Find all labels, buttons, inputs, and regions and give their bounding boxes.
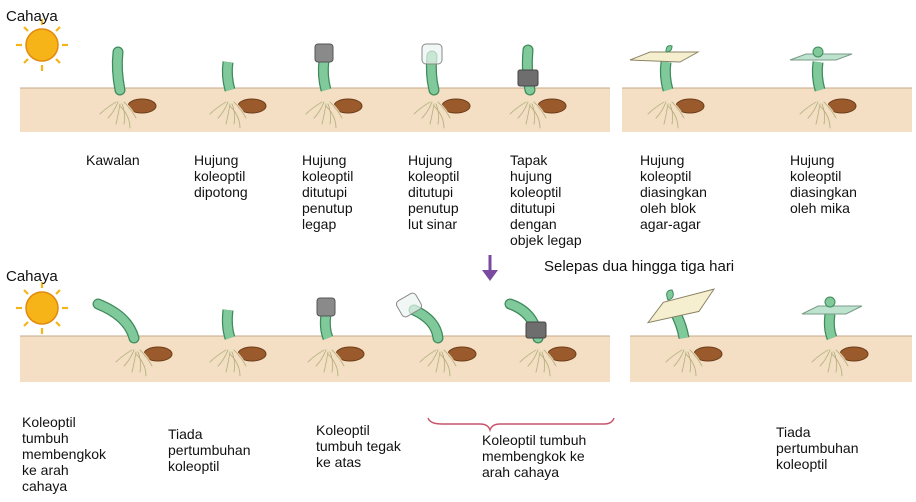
light-label-bottom: Cahaya (6, 268, 58, 285)
bottom-label-mica-no-growth: Tiada pertumbuhan koleoptil (776, 424, 859, 472)
group-bracket (428, 418, 614, 430)
light-label-top: Cahaya (6, 8, 58, 25)
bottom-label-bent-group: Koleoptil tumbuh membengkok ke arah caha… (482, 432, 586, 480)
sun-icon (16, 282, 68, 334)
top-label-opaque-cap: Hujung koleoptil ditutupi penutup legap (302, 152, 353, 232)
top-label-agar: Hujung koleoptil diasingkan oleh blok ag… (640, 152, 707, 232)
sun-icon (16, 19, 68, 71)
top-label-tip-cut: Hujung koleoptil dipotong (194, 152, 248, 200)
top-label-control: Kawalan (86, 152, 140, 168)
down-arrow-icon (482, 255, 498, 281)
bottom-label-upright: Koleoptil tumbuh tegak ke atas (316, 422, 401, 470)
bottom-label-no-growth: Tiada pertumbuhan koleoptil (168, 426, 251, 474)
top-label-clear-cap: Hujung koleoptil ditutupi penutup lut si… (408, 152, 459, 232)
bottom-label-bent-control: Koleoptil tumbuh membengkok ke arah caha… (22, 414, 106, 494)
top-label-mica: Hujung koleoptil diasingkan oleh mika (790, 152, 857, 216)
arrow-caption: Selepas dua hingga tiga hari (544, 258, 734, 275)
top-label-base-covered: Tapak hujung koleoptil ditutupi dengan o… (510, 152, 582, 248)
